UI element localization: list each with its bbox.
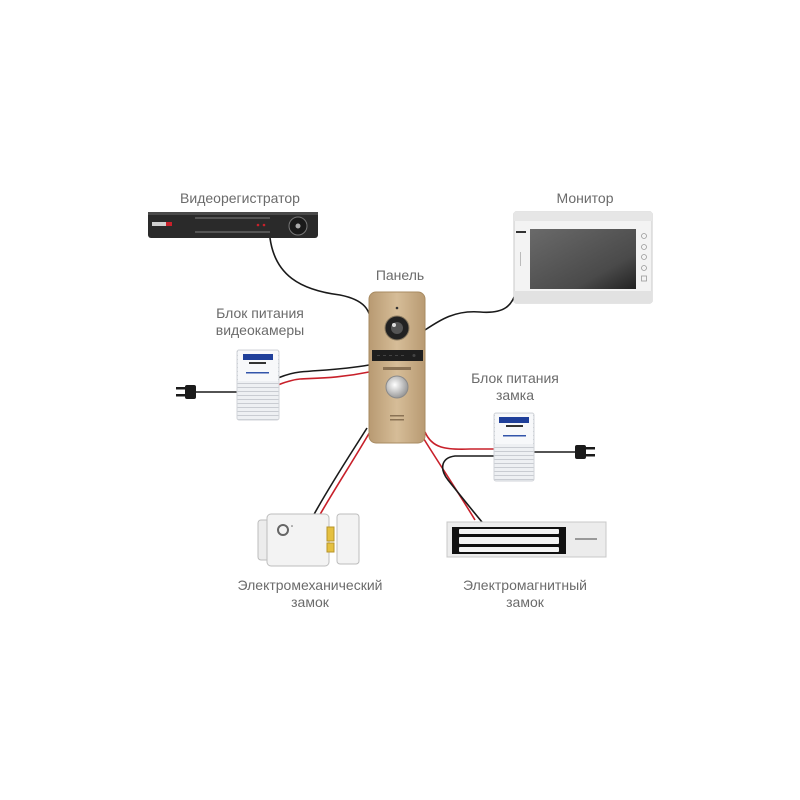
dvr-label: Видеорегистратор: [180, 190, 300, 206]
lock-psu-brand-logo: [499, 417, 529, 423]
electromech-lock-label-line1: Электромеханический: [237, 577, 383, 593]
monitor-label: Монитор: [556, 190, 614, 206]
camera-psu-label-line2: видеокамеры: [215, 322, 305, 338]
electromag-lock-label-line1: Электромагнитный: [463, 577, 587, 593]
monitor-screen: [530, 229, 636, 289]
camera-psu-device: [236, 349, 280, 421]
camera-psu-label: Блок питания видеокамеры: [190, 305, 330, 339]
dvr-device: [148, 212, 318, 238]
lock-psu-plug-icon: [575, 445, 595, 459]
electromag-lock-label: Электромагнитный замок: [440, 577, 610, 611]
electromech-lock-strike-plate: [336, 513, 360, 565]
camera-psu-label-line1: Блок питания: [216, 305, 304, 321]
wire-lock-psu-electromag-lock: [441, 455, 495, 523]
electromag-lock-logo: [575, 538, 597, 540]
wire-panel-monitor: [424, 291, 517, 331]
wire-panel-electromag-lock: [421, 435, 476, 521]
wire-panel-lock-psu: [424, 431, 495, 451]
camera-psu-plug-icon: [176, 385, 196, 399]
wire-panel-dvr: [269, 237, 373, 326]
wire-panel-camera-psu: [277, 364, 370, 386]
panel-device: [368, 291, 426, 444]
electromech-lock-device: [257, 513, 360, 567]
electromag-lock-label-line2: замок: [506, 594, 544, 610]
monitor-device: [513, 211, 653, 304]
wire-panel-electromech-lock: [311, 427, 372, 519]
camera-psu-brand-logo: [243, 354, 273, 360]
lock-psu-label-line1: Блок питания: [471, 370, 559, 386]
lock-psu-label: Блок питания замка: [445, 370, 585, 404]
panel-call-button: [385, 375, 409, 399]
electromech-lock-label-line2: замок: [291, 594, 329, 610]
panel-label: Панель: [375, 267, 425, 283]
electromech-lock-label: Электромеханический замок: [215, 577, 405, 611]
electromag-lock-device: [446, 521, 607, 558]
lock-psu-device: [493, 412, 535, 482]
dvr-logo: [152, 222, 166, 226]
monitor-logo: [516, 231, 526, 233]
lock-psu-label-line2: замка: [495, 387, 535, 403]
electromech-lock-keyhole-icon: [277, 524, 289, 536]
monitor-buttons: [641, 233, 647, 282]
panel-logo: [383, 367, 411, 370]
